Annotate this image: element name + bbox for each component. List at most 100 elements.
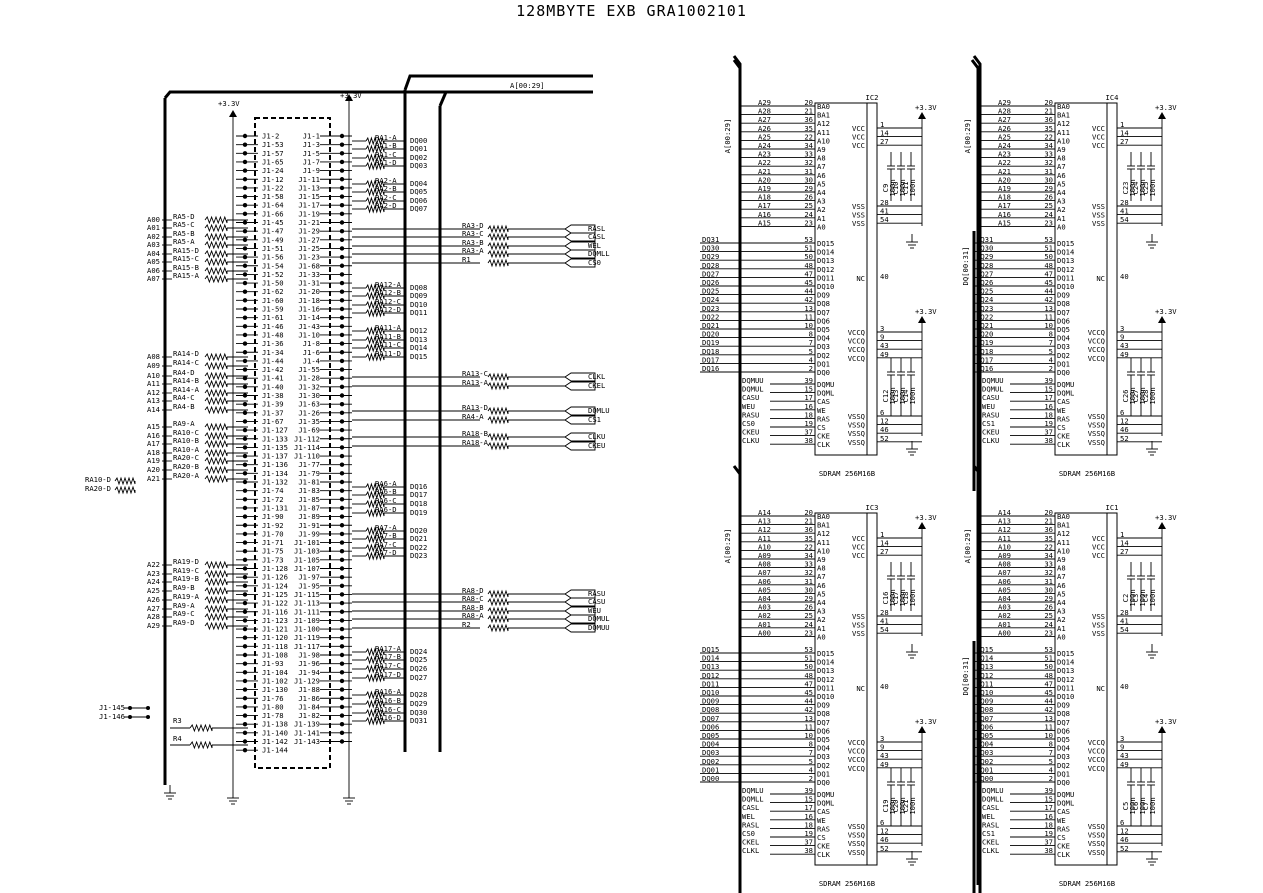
- dq-signal-label: DQ09: [410, 291, 427, 300]
- control-port-label: DQMLU: [588, 406, 610, 415]
- connector-pin-left-label: J1-22: [262, 183, 284, 192]
- ic-vss-label: VSS: [852, 219, 865, 228]
- dq-signal-label: DQ08: [410, 283, 427, 292]
- cap-value: 100n: [1138, 589, 1147, 606]
- ic-power-label: +3.3V: [1155, 717, 1177, 726]
- dq-resistor: [365, 543, 385, 553]
- ic-address-bus: [972, 465, 982, 893]
- ic-vccq-label: VCCQ: [848, 354, 865, 363]
- dq-resistor: [365, 716, 385, 726]
- cap-value: 100n: [898, 387, 907, 404]
- ic-pin-name: DQ1: [1057, 769, 1070, 778]
- connector-pin-right-label: J1-8: [303, 339, 320, 348]
- ic-vcc-label: VCC: [1092, 124, 1105, 133]
- address-label: A20: [147, 465, 160, 474]
- connector-pin-left-label: J1-137: [262, 452, 288, 461]
- cap-label: C3: [1131, 594, 1140, 603]
- address-label: A28: [147, 612, 160, 621]
- ic-pin-number: 19: [804, 829, 813, 838]
- ic-vss-label: VSS: [852, 211, 865, 220]
- ic-control-signal: CLKL: [982, 846, 999, 855]
- ic-pin-number: 18: [1044, 410, 1053, 419]
- ic-pin-number: 46: [1120, 835, 1129, 844]
- ic-vss-label: VSS: [1092, 621, 1105, 630]
- connector-pin-right-label: J1-103: [294, 547, 320, 556]
- ic-pin-number: 32: [1044, 158, 1053, 167]
- ic-pin-name: BA0: [817, 102, 830, 111]
- ic-address-signal: A27: [758, 115, 771, 124]
- dq-resistor-label: RA6-C: [375, 496, 397, 505]
- address-label: A14: [147, 405, 160, 414]
- connector-pin-left-label: J1-73: [262, 555, 284, 564]
- ic-pin-number: 40: [880, 272, 889, 281]
- control-resistor: [487, 381, 509, 391]
- far-right-address-bus: [970, 59, 980, 885]
- ic-pin-number: 22: [804, 132, 813, 141]
- resistor: [204, 431, 228, 441]
- ic-control-signal: DQMUU: [742, 376, 764, 385]
- ic-pin-number: 54: [880, 215, 889, 224]
- ic-address-signal: A19: [758, 184, 771, 193]
- dq-resistor-label: RA2-A: [375, 176, 397, 185]
- connector-pin-left-label: J1-67: [262, 417, 284, 426]
- ic-control-signal: CLKU: [982, 436, 999, 445]
- ic-pin-number: 21: [1044, 517, 1053, 526]
- cap-label: C14: [901, 390, 910, 403]
- resistor: [204, 266, 228, 276]
- ic-address-signal: A21: [758, 167, 771, 176]
- ic-vccq-label: VCCQ: [1088, 337, 1105, 346]
- ic-pin-name: DQ2: [1057, 761, 1070, 770]
- ic-address-signal: A01: [998, 620, 1011, 629]
- ic-vss-label: VSS: [852, 621, 865, 630]
- right-address-bus: [732, 59, 742, 885]
- dq-resistor-label: RA6-D: [375, 505, 397, 514]
- control-resistor-label: RA3-A: [462, 246, 484, 255]
- ic-pin-number: 4: [809, 765, 813, 774]
- resistor: [204, 249, 228, 259]
- ic-address-signal: A00: [998, 628, 1011, 637]
- connector-pin-right-label: J1-17: [298, 201, 320, 210]
- ic-pin-name: DQ12: [817, 675, 834, 684]
- ic-pin-name: DQ6: [817, 726, 830, 735]
- resistor-label: RA5-D: [173, 212, 195, 221]
- connector-pin-left-label: J1-50: [262, 279, 284, 288]
- dq-signal-label: DQ29: [410, 699, 427, 708]
- ic-pin-number: 52: [1120, 434, 1129, 443]
- connector-pin-right-label: J1-91: [298, 521, 320, 530]
- ic-pin-number: 16: [804, 812, 813, 821]
- ic-pin-name: A4: [1057, 188, 1066, 197]
- cap-label: C26: [1121, 390, 1130, 403]
- ic-dq-signal: DQ30: [976, 244, 993, 253]
- ic-pin-number: 41: [1120, 617, 1129, 626]
- connector-pin-left-label: J1-116: [262, 607, 288, 616]
- ic-dq-signal: DQ11: [702, 679, 719, 688]
- ic-pin-name: DQ11: [1057, 683, 1074, 692]
- connector-pin-right-label: J1-81: [298, 478, 320, 487]
- connector-pin-right-label: J1-114: [294, 443, 320, 452]
- ic-pin-name: A10: [1057, 546, 1070, 555]
- connector-pin-right-label: J1-79: [298, 469, 320, 478]
- ic-pin-number: 48: [1044, 671, 1053, 680]
- dq-resistor: [365, 647, 385, 657]
- connector-pin-right-label: J1-96: [298, 659, 320, 668]
- connector-pin-right-label: J1-5: [303, 149, 320, 158]
- ic-power-label: +3.3V: [1155, 307, 1177, 316]
- ic-pin-number: 40: [1120, 682, 1129, 691]
- ic-pin-name: A12: [817, 529, 830, 538]
- ic-pin-number: 28: [880, 198, 889, 207]
- ic-pin-name: DQ2: [817, 351, 830, 360]
- ic-control-signal: WEL: [742, 812, 755, 821]
- ic-pin-name: CKE: [1057, 842, 1070, 851]
- ic-control-signal: CS1: [982, 419, 995, 428]
- control-resistor: [487, 432, 509, 442]
- cap-label: C12: [881, 390, 890, 403]
- ic-pin-number: 29: [804, 594, 813, 603]
- connector-pin-right-label: J1-94: [298, 668, 320, 677]
- ic-dq-signal: DQ24: [702, 295, 719, 304]
- ic-address-signal: A18: [998, 193, 1011, 202]
- control-port-label: CLKU: [588, 432, 605, 441]
- ic-pin-number: 27: [1120, 547, 1129, 556]
- control-port-label: DQMLL: [588, 249, 610, 258]
- ic-pin-number: 11: [1044, 312, 1053, 321]
- control-resistor-label: RA8-B: [462, 603, 484, 612]
